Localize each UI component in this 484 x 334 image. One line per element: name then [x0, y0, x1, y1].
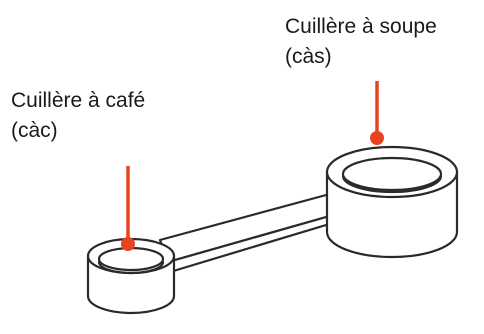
teaspoon-pointer	[121, 166, 135, 251]
tablespoon-label: Cuillère à soupe (càs)	[285, 12, 437, 72]
tablespoon-pointer	[370, 81, 384, 145]
tablespoon-label-name: Cuillère à soupe	[285, 15, 437, 38]
teaspoon-label: Cuillère à café (càc)	[11, 86, 145, 146]
tablespoon-label-abbrev: (càs)	[285, 45, 332, 68]
teaspoon-label-abbrev: (càc)	[11, 119, 58, 142]
teaspoon-label-name: Cuillère à café	[11, 89, 146, 112]
tablespoon-cup	[325, 145, 459, 259]
